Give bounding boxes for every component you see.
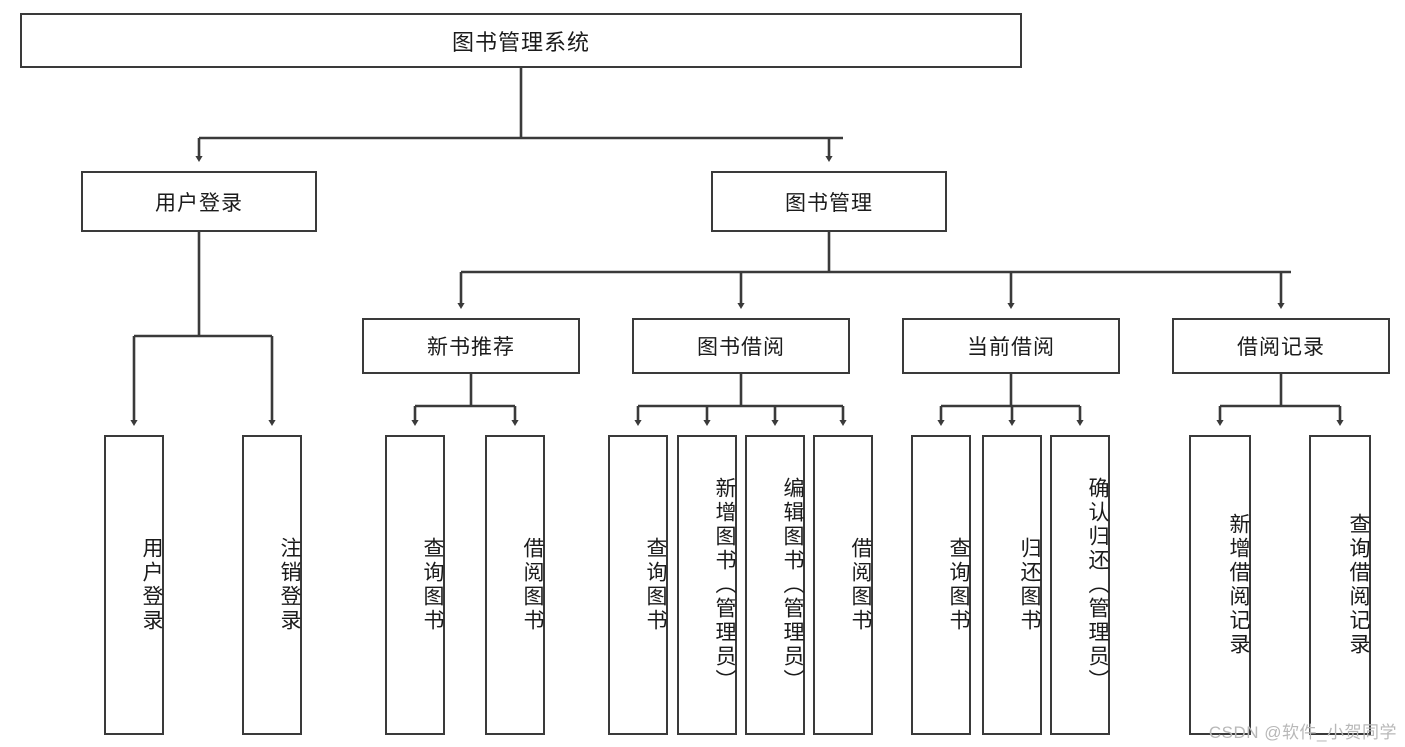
leaf-borrow-book-recommend[interactable]: 借阅图书 <box>485 435 545 735</box>
leaf-label: 借阅图书 <box>521 537 544 633</box>
leaf-label: 归还图书 <box>1018 537 1041 633</box>
node-book-management-label: 图书管理 <box>785 191 873 215</box>
leaf-add-book-admin[interactable]: 新增图书（管理员） <box>677 435 737 735</box>
node-book-borrow[interactable]: 图书借阅 <box>632 318 850 374</box>
leaf-label: 查询借阅记录 <box>1347 513 1370 657</box>
node-user-login-label: 用户登录 <box>155 191 243 215</box>
leaf-logout-login[interactable]: 注销登录 <box>242 435 302 735</box>
node-current-borrow-label: 当前借阅 <box>967 336 1055 359</box>
leaf-label: 注销登录 <box>278 537 301 633</box>
leaf-label: 查询图书 <box>421 537 444 633</box>
node-borrow-record-label: 借阅记录 <box>1237 336 1325 359</box>
node-root[interactable]: 图书管理系统 <box>20 13 1022 68</box>
node-user-login[interactable]: 用户登录 <box>81 171 317 232</box>
leaf-confirm-return-admin[interactable]: 确认归还（管理员） <box>1050 435 1110 735</box>
leaf-label: 确认归还（管理员） <box>1086 477 1109 693</box>
node-borrow-record[interactable]: 借阅记录 <box>1172 318 1390 374</box>
leaf-label: 借阅图书 <box>849 537 872 633</box>
leaf-query-borrow-record[interactable]: 查询借阅记录 <box>1309 435 1371 735</box>
leaf-query-book-borrow[interactable]: 查询图书 <box>608 435 668 735</box>
node-book-borrow-label: 图书借阅 <box>697 336 785 359</box>
node-book-management[interactable]: 图书管理 <box>711 171 947 232</box>
leaf-user-login[interactable]: 用户登录 <box>104 435 164 735</box>
node-new-book-recommend-label: 新书推荐 <box>427 336 515 359</box>
leaf-query-book-current[interactable]: 查询图书 <box>911 435 971 735</box>
leaf-label: 新增图书（管理员） <box>713 477 736 693</box>
node-current-borrow[interactable]: 当前借阅 <box>902 318 1120 374</box>
leaf-label: 用户登录 <box>140 537 163 633</box>
leaf-label: 新增借阅记录 <box>1227 513 1250 657</box>
leaf-query-book-recommend[interactable]: 查询图书 <box>385 435 445 735</box>
leaf-borrow-book[interactable]: 借阅图书 <box>813 435 873 735</box>
leaf-label: 查询图书 <box>644 537 667 633</box>
leaf-add-borrow-record[interactable]: 新增借阅记录 <box>1189 435 1251 735</box>
leaf-edit-book-admin[interactable]: 编辑图书（管理员） <box>745 435 805 735</box>
leaf-label: 查询图书 <box>947 537 970 633</box>
node-root-label: 图书管理系统 <box>451 29 590 55</box>
csdn-watermark: CSDN @软件_小贺同学 <box>1208 723 1397 742</box>
leaf-label: 编辑图书（管理员） <box>781 477 804 693</box>
leaf-return-book[interactable]: 归还图书 <box>982 435 1042 735</box>
node-new-book-recommend[interactable]: 新书推荐 <box>362 318 580 374</box>
